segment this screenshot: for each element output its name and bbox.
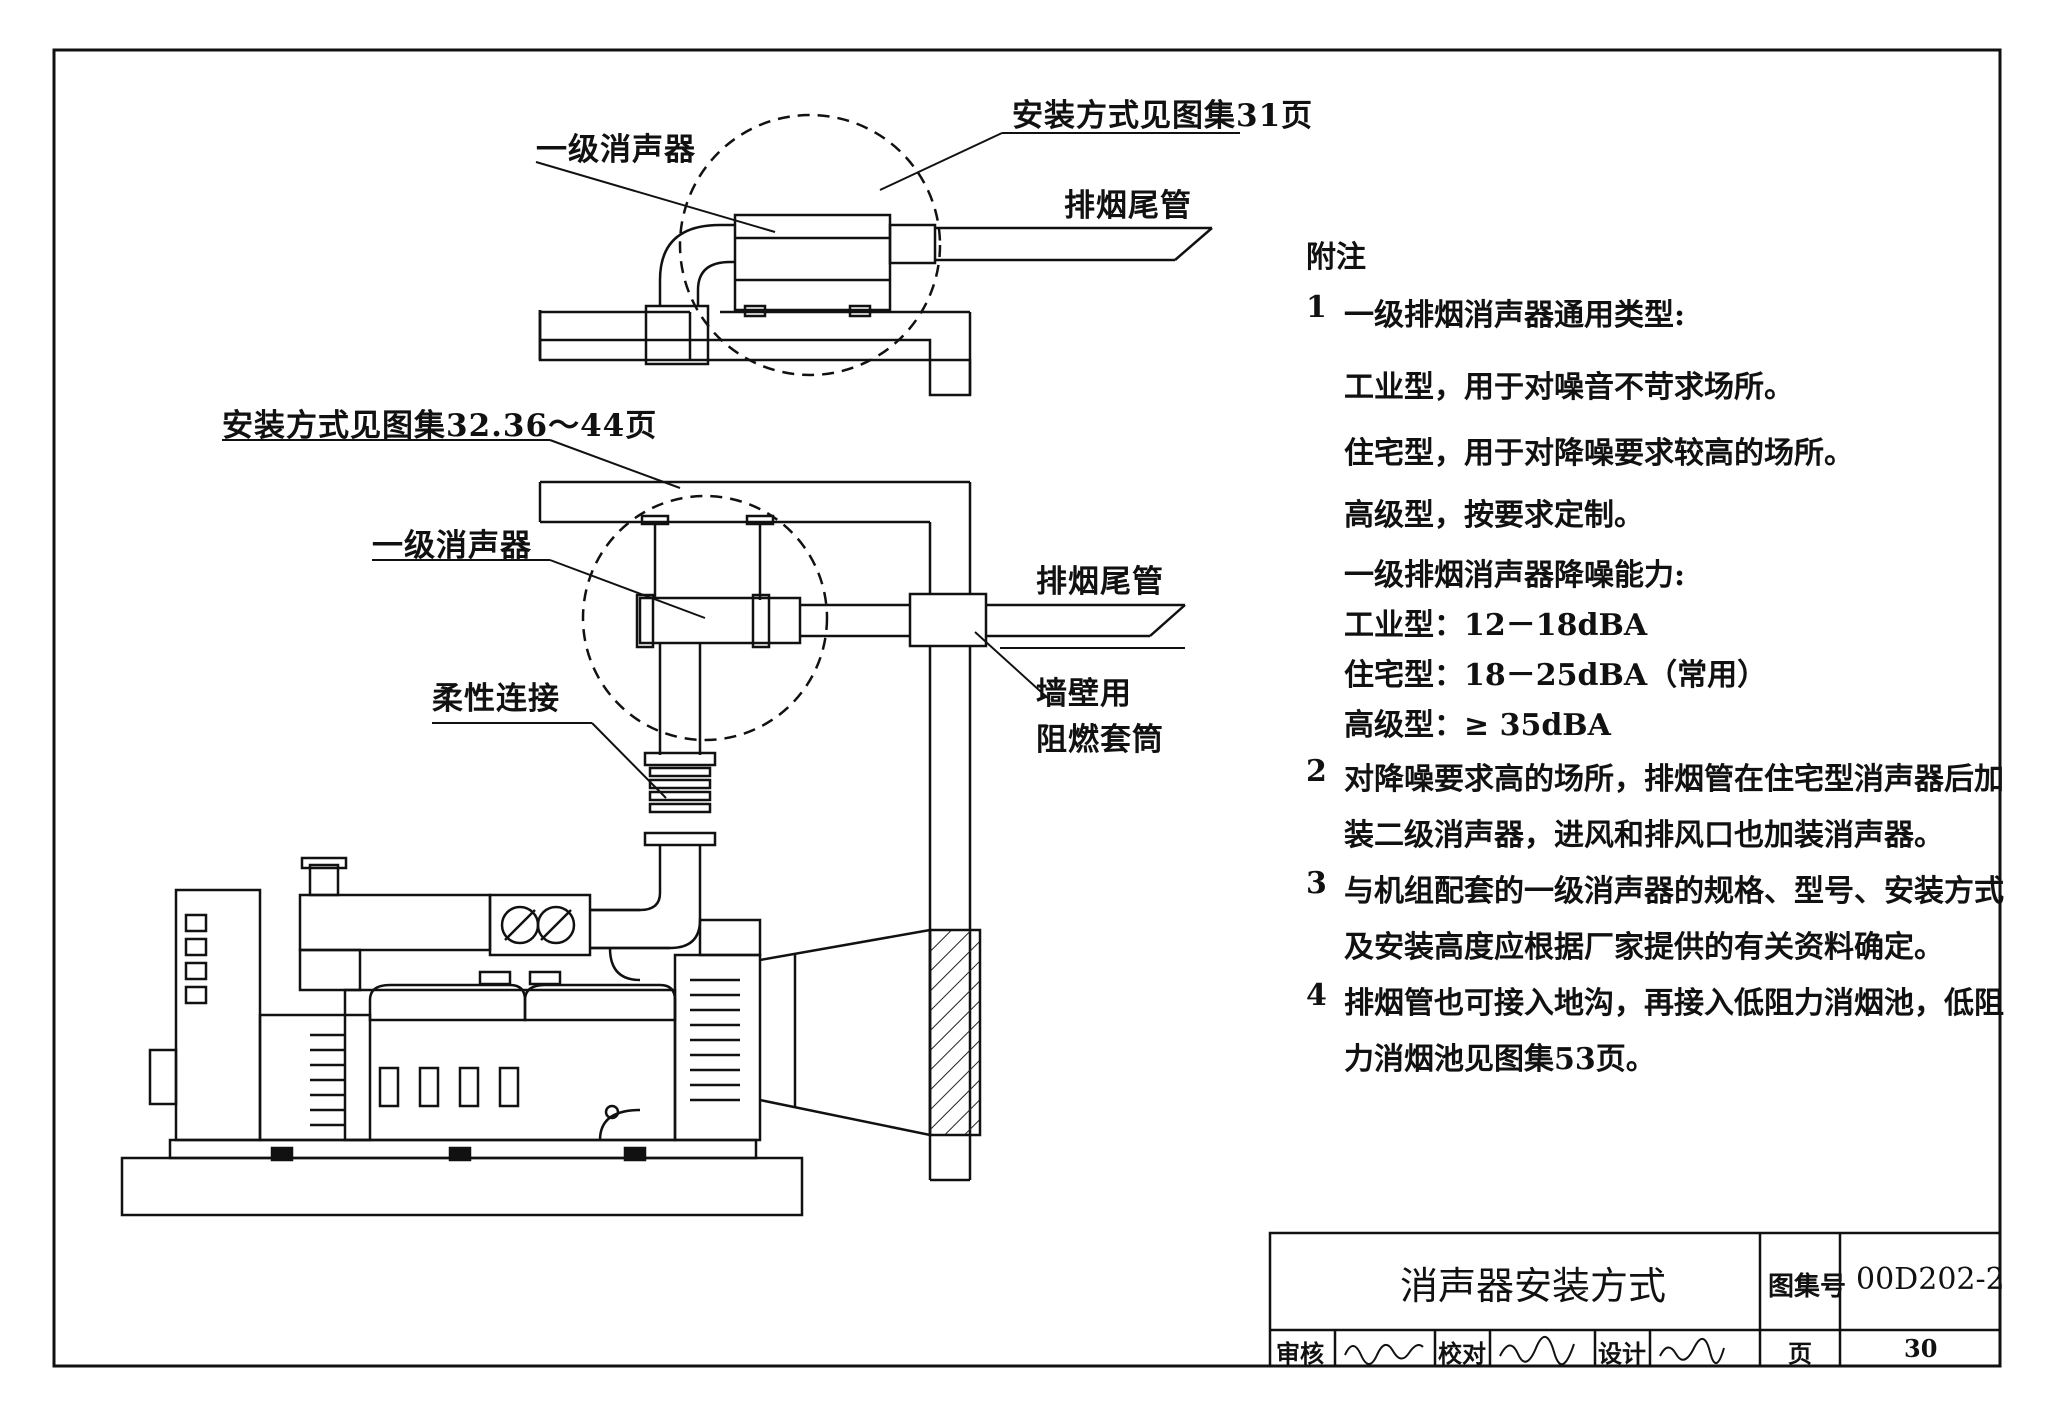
main-tailpipe-label: 排烟尾管 [1036,564,1164,600]
atlas-number-label: 图集号 [1768,1272,1847,1302]
drawing-frame [52,48,2002,1368]
wall-sleeve-label-2: 阻燃套筒 [1036,722,1164,758]
top-muffler-label: 一级消声器 [536,132,696,168]
flex-connection-label: 柔性连接 [432,681,560,717]
checker-signature [1499,1336,1575,1365]
reviewer-signature [1344,1344,1424,1365]
page-label: 页 [1788,1339,1812,1368]
design-label: 设计 [1598,1339,1646,1368]
main-install-ref-label: 安装方式见图集32.36～44页 [222,408,658,444]
page-number: 30 [1904,1334,1938,1363]
drawing-title: 消声器安装方式 [1400,1264,1667,1308]
wall-sleeve-label-1: 墙壁用 [1036,676,1132,712]
atlas-number: 00D202-2 [1856,1262,2005,1297]
designer-signature [1659,1338,1725,1364]
check-label: 校对 [1438,1339,1486,1368]
top-install-ref-label: 安装方式见图集31页 [1012,98,1314,134]
top-detail [535,113,1240,397]
notes-title: 附注 [1306,240,1366,275]
top-tailpipe-label: 排烟尾管 [1064,188,1192,224]
generator-set [120,856,982,1217]
main-muffler-label: 一级消声器 [372,528,532,564]
title-block-frame [1268,1231,2002,1368]
review-label: 审核 [1276,1339,1324,1368]
